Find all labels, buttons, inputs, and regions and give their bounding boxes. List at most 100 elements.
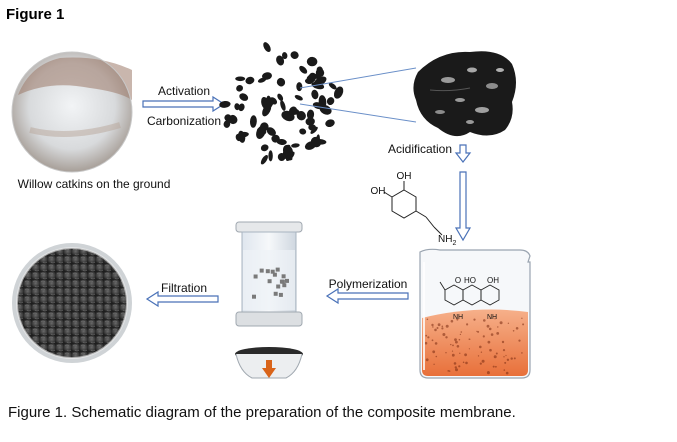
dopamine-oh-top: OH: [397, 171, 412, 182]
solution-speckle: [512, 330, 515, 332]
source-label: Willow catkins on the ground: [18, 177, 171, 191]
solution-speckle: [431, 339, 434, 342]
beaker: [419, 248, 531, 379]
solution-speckle: [442, 333, 446, 336]
dopamine-oh-left: OH: [371, 186, 386, 197]
solution-speckle: [481, 359, 485, 363]
carbon-particle: [281, 52, 288, 60]
solution-speckle: [452, 344, 454, 347]
acidification-arrow-upper: [454, 144, 472, 163]
carbon-particle: [266, 95, 272, 106]
solution-speckle: [510, 357, 513, 360]
solution-speckle: [489, 348, 492, 352]
willow-catkins-photo: [11, 51, 133, 173]
solution-speckle: [441, 325, 444, 328]
solution-speckle: [492, 365, 495, 368]
pda-nh-left: NH: [453, 314, 463, 321]
solution-speckle: [454, 366, 457, 369]
carbon-particle: [277, 153, 286, 161]
solution-speckle: [451, 353, 455, 357]
solution-speckle: [433, 363, 435, 365]
filtration-apparatus: [235, 221, 303, 379]
solution-speckle: [455, 368, 458, 372]
solution-speckle: [455, 340, 458, 344]
polydopamine-structure: [439, 281, 500, 306]
carbon-particle: [276, 77, 286, 87]
solution-speckle: [503, 369, 506, 371]
solution-speckle: [502, 349, 506, 352]
solution-speckle: [453, 362, 457, 365]
solution-speckle: [487, 371, 490, 374]
solution-speckle: [462, 361, 465, 364]
solution-speckle: [465, 361, 468, 365]
solution-speckle: [501, 340, 505, 344]
carbon-particle: [236, 85, 244, 92]
solution-speckle: [448, 370, 451, 372]
zoom-line-bottom: [299, 103, 417, 123]
solution-speckle: [445, 352, 447, 354]
solution-speckle: [488, 327, 492, 331]
dopamine-nh2-sub: 2: [452, 240, 456, 247]
carbon-particle: [304, 78, 313, 85]
solution-speckle: [495, 352, 498, 355]
carbon-particle: [299, 65, 308, 74]
solution-speckle: [468, 338, 470, 340]
solution-speckle: [435, 355, 438, 358]
carbon-particle: [235, 133, 242, 142]
filter-particle: [285, 278, 289, 283]
activation-arrow: [142, 95, 226, 113]
carbon-particle: [256, 125, 266, 139]
carbon-particle: [299, 128, 307, 135]
solution-speckle: [477, 330, 480, 333]
solution-speckle: [468, 348, 470, 350]
filter-particle: [275, 267, 280, 272]
carbon-particle: [311, 81, 325, 90]
carbon-particle: [325, 119, 335, 128]
solution-speckle: [451, 350, 454, 352]
carbon-particle: [290, 51, 299, 59]
carbon-particle: [249, 115, 257, 128]
filter-particle: [270, 269, 275, 274]
solution-speckle: [521, 317, 523, 319]
solution-speckle: [479, 345, 482, 349]
carbon-particle: [277, 93, 284, 101]
carbon-particle: [224, 114, 232, 122]
solution-speckle: [518, 339, 521, 342]
carbon-particle: [260, 154, 268, 165]
carbon-particle: [308, 124, 317, 131]
solution-speckle: [503, 356, 505, 358]
carbon-particle: [305, 117, 315, 126]
filter-particle: [259, 268, 264, 273]
solution-speckle: [515, 327, 519, 330]
solution-speckle: [437, 323, 441, 327]
solution-speckle: [445, 324, 449, 328]
carbon-particle: [263, 42, 271, 53]
dopamine-structure: [383, 181, 443, 236]
carbon-particle: [268, 150, 273, 162]
solution-speckle: [466, 323, 469, 326]
activation-label: Activation: [158, 84, 210, 98]
filter-particle: [265, 269, 270, 274]
acidification-arrow-lower: [454, 171, 472, 242]
filter-particle: [252, 294, 256, 299]
solution-speckle: [522, 323, 525, 326]
filter-particle: [282, 283, 287, 288]
filter-particle: [281, 274, 286, 279]
solution-speckle: [489, 317, 491, 319]
solution-speckle: [493, 355, 497, 359]
carbon-particle: [280, 100, 286, 111]
solution-speckle: [425, 334, 428, 337]
filter-particle: [280, 279, 285, 284]
acidification-label: Acidification: [388, 142, 452, 156]
filter-particle: [273, 291, 278, 296]
solution-speckle: [432, 350, 436, 354]
dopamine-nh2: NH2: [438, 234, 456, 247]
carbon-particle: [328, 82, 337, 90]
carbon-particle: [333, 86, 344, 99]
dopamine-nh2-main: NH: [438, 234, 452, 245]
carbon-particle: [294, 94, 303, 101]
solution-speckle: [505, 354, 507, 357]
pda-nh-right: NH: [487, 314, 497, 321]
solution-speckle: [487, 340, 491, 344]
